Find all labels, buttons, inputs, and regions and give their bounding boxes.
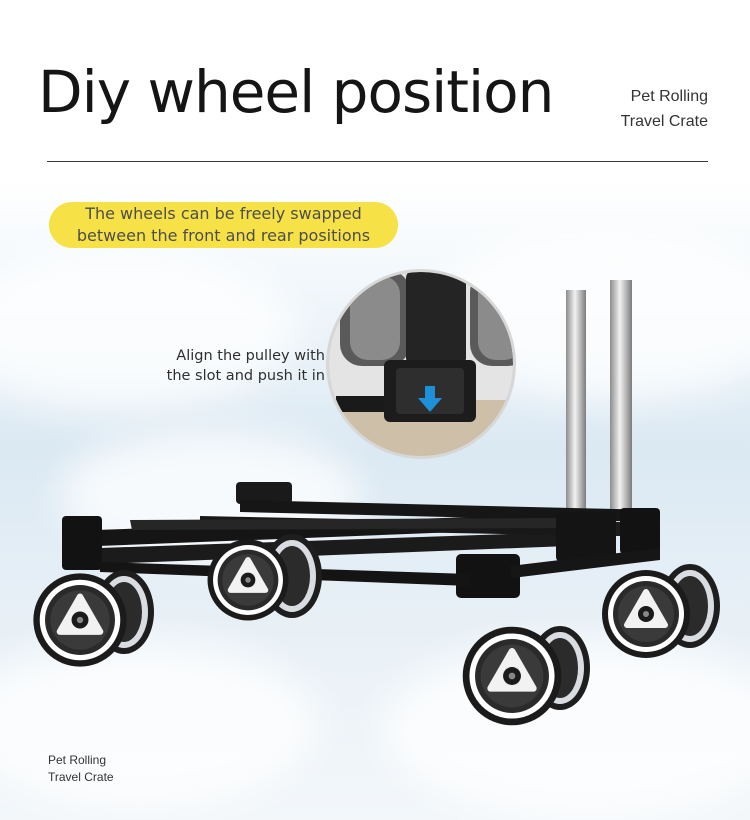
down-arrow-icon <box>418 386 442 412</box>
footer-brand-line-1: Pet Rolling <box>48 753 107 767</box>
header-divider <box>47 161 708 162</box>
cloud-shape <box>0 640 320 810</box>
brand-line-1: Pet Rolling <box>630 88 708 105</box>
instruction-text: Align the pulley with the slot and push … <box>135 346 325 386</box>
instruction-line-2: the slot and push it in <box>166 368 325 384</box>
callout-line-2: between the front and rear positions <box>76 226 371 245</box>
brand-label-top: Pet Rolling Travel Crate <box>621 84 708 134</box>
page-title: Diy wheel position <box>38 58 554 126</box>
brand-line-2: Travel Crate <box>620 113 708 130</box>
callout-line-1: The wheels can be freely swapped <box>85 204 362 223</box>
cloud-shape <box>0 250 300 410</box>
brand-label-bottom: Pet Rolling Travel Crate <box>48 752 114 786</box>
footer-brand-line-2: Travel Crate <box>48 770 114 784</box>
feature-callout: The wheels can be freely swapped between… <box>49 202 398 248</box>
instruction-line-1: Align the pulley with <box>176 348 325 364</box>
